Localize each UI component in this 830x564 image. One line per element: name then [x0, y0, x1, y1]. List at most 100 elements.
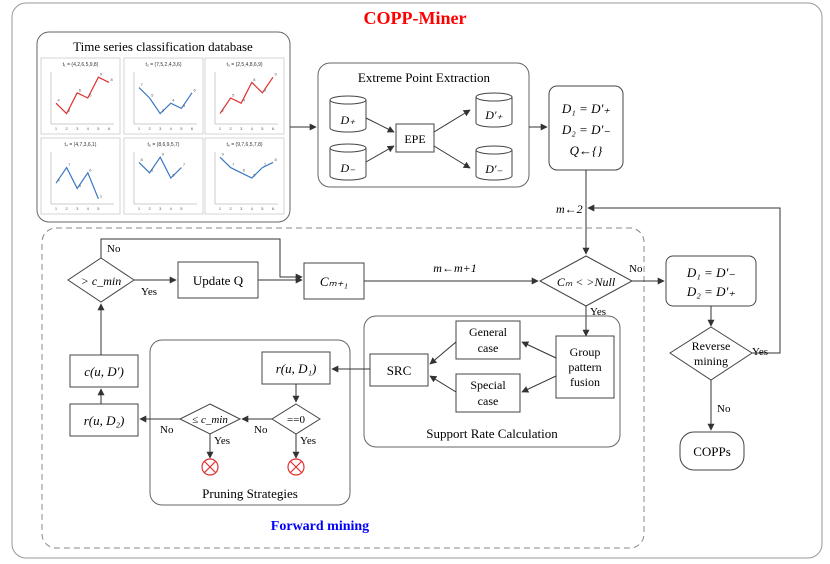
mini-chart-line — [219, 156, 274, 179]
mini-chart-point-label: 7 — [232, 162, 235, 167]
yes-rev-label: Yes — [752, 346, 768, 358]
yes1-label: Yes — [590, 306, 606, 318]
no-top-label: No — [107, 243, 121, 255]
epe-label: EPE — [404, 132, 425, 146]
mini-chart-point-label: 5 — [89, 93, 92, 98]
special-line2: case — [478, 394, 499, 408]
mini-chart-point-label: 7 — [264, 162, 267, 167]
mini-chart-tick: 6 — [191, 126, 194, 131]
mini-chart-tick: 5 — [180, 126, 183, 131]
arrow-general-src — [429, 341, 457, 365]
mini-chart-point-label: 7 — [68, 162, 71, 167]
c-u-box — [69, 354, 139, 388]
mini-chart-line — [138, 156, 182, 180]
mini-chart-tick: 2 — [229, 206, 232, 211]
cylinder-dplus-prime: D'₊ — [475, 92, 513, 128]
mini-chart-point-label: 9 — [162, 152, 165, 157]
mini-chart-point-label: 2 — [222, 108, 225, 113]
src-box — [369, 353, 429, 387]
copps-label: COPPs — [693, 444, 731, 459]
mini-chart-tick: 1 — [138, 206, 141, 211]
mini-chart-tick: 4 — [87, 126, 90, 131]
mini-chart-axes — [50, 152, 114, 205]
init-line1: D₁ = D'₊ — [561, 101, 610, 116]
no-rev-label: No — [717, 403, 731, 415]
mini-chart-tick: 3 — [159, 126, 162, 131]
mini-chart-point-label: 4 — [243, 98, 246, 103]
outer-frame — [11, 2, 823, 559]
no-eq-label: No — [254, 424, 268, 436]
mini-chart-point-label: 2 — [68, 108, 71, 113]
mini-chart-point-label: 8 — [111, 77, 114, 82]
yes-le-label: Yes — [214, 435, 230, 447]
mini-chart-tick: 2 — [148, 206, 151, 211]
mini-chart-label: t₅ = (8,6,9,5,7) — [148, 142, 180, 148]
mini-chart-point-label: 3 — [79, 183, 82, 188]
arrow-group-special — [521, 375, 557, 393]
mini-chart-tick: 1 — [55, 126, 58, 131]
mini-charts: t₁ = (4,2,6,5,9,8) 4 1 2 2 6 3 5 4 9 5 8 6 t₂ = (7,5,… — [40, 57, 285, 215]
arrow-epe-dplusp — [433, 109, 471, 133]
mini-chart-tick: 2 — [65, 126, 68, 131]
group-line1: Group — [570, 345, 601, 359]
reverse-line2: mining — [694, 354, 728, 368]
arrow-gt-no — [100, 238, 303, 281]
mini-chart-point-label: 4 — [58, 178, 61, 183]
general-case-box — [455, 320, 521, 360]
database-label: Time series classification database — [73, 39, 253, 54]
mini-chart-label: t₂ = (7,5,2,4,3,6) — [146, 62, 182, 68]
mini-chart-tick: 3 — [240, 126, 243, 131]
forward-mining-frame — [41, 227, 645, 549]
pruning-label: Pruning Strategies — [202, 486, 298, 501]
mini-chart-point-label: 2 — [162, 108, 165, 113]
mini-chart-point-label: 3 — [183, 103, 186, 108]
m-inc-label: m←m+1 — [433, 261, 476, 275]
mini-chart-point-label: 5 — [172, 173, 175, 178]
mini-chart-line — [138, 87, 193, 115]
mini-chart-point-label: 4 — [58, 98, 61, 103]
extreme-label: Extreme Point Extraction — [358, 70, 491, 85]
mini-chart-point-label: 6 — [151, 167, 154, 172]
update-q-box — [177, 261, 259, 299]
pruning-frame — [149, 339, 351, 506]
mini-chart-frame — [40, 57, 121, 135]
mini-chart-point-label: 8 — [141, 157, 144, 162]
no1-label: No — [629, 263, 643, 275]
mini-chart-label: t₁ = (4,2,6,5,9,8) — [63, 62, 99, 68]
gt-cmin-diamond — [67, 257, 135, 303]
c-u-label: c(u, D') — [84, 364, 124, 379]
mini-chart-axes — [133, 152, 197, 205]
update-q-label: Update Q — [193, 273, 244, 288]
mini-chart-point-label: 5 — [151, 93, 154, 98]
cm1-box — [303, 262, 365, 300]
mini-chart-label: t₆ = (9,7,6,5,7,8) — [226, 142, 262, 148]
mini-chart-frame — [204, 137, 285, 215]
dminus-label: D₋ — [340, 161, 357, 175]
cnull-label: Cₘ < >Null — [557, 275, 616, 289]
gt-cmin-label: > c_min — [81, 274, 121, 288]
mini-chart-tick: 3 — [159, 206, 162, 211]
mini-chart-point-label: 7 — [141, 82, 144, 87]
arrow-reverse-loop — [587, 204, 781, 354]
mini-chart-tick: 3 — [76, 206, 79, 211]
mini-chart-point-label: 6 — [243, 167, 246, 172]
mini-chart-tick: 2 — [229, 126, 232, 131]
mini-chart-point-label: 8 — [275, 157, 278, 162]
mini-chart-tick: 2 — [65, 206, 68, 211]
init-line2: D₂ = D'₋ — [561, 122, 610, 137]
mini-chart-axes — [214, 152, 278, 205]
mini-chart-tick: 4 — [251, 126, 254, 131]
mini-chart-point-label: 6 — [89, 167, 92, 172]
mini-chart-point-label: 6 — [264, 87, 267, 92]
m-init-label: m←2 — [556, 202, 583, 216]
mini-chart-point-label: 9 — [222, 152, 225, 157]
mini-chart-tick: 5 — [261, 206, 264, 211]
mini-chart-point-label: 5 — [253, 173, 256, 178]
mini-chart-frame — [123, 57, 204, 135]
cylinder-dminus: D₋ — [329, 143, 367, 181]
mini-chart-point-label: 7 — [183, 162, 186, 167]
support-rate-frame — [363, 315, 621, 448]
